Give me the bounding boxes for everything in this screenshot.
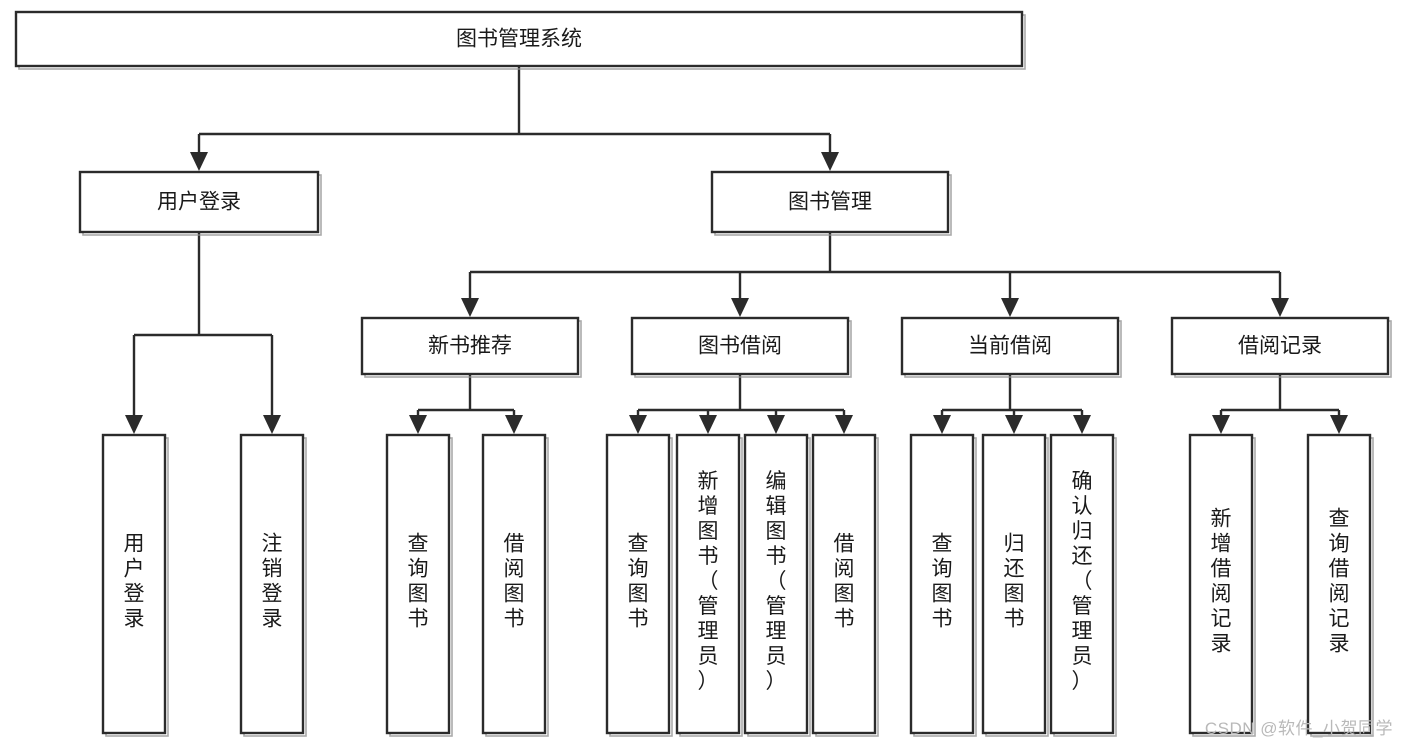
node-box[interactable] <box>811 433 877 735</box>
node-box[interactable] <box>900 316 1120 376</box>
node-book-borrow[interactable]: 图书借阅 <box>630 316 852 378</box>
node-label: 新增借阅记录 <box>1211 508 1232 656</box>
node-cb-return-book[interactable]: 归还图书 <box>981 433 1049 737</box>
node-cb-query-book[interactable]: 查询图书 <box>909 433 977 737</box>
node-box[interactable] <box>743 433 809 735</box>
node-label: 确认归还（管理员） <box>1072 470 1093 693</box>
node-bb-borrow-book[interactable]: 借阅图书 <box>811 433 879 737</box>
watermark-label: CSDN @软件_小贺同学 <box>1204 719 1393 738</box>
arrow-head-icon <box>1330 415 1348 434</box>
node-box[interactable] <box>710 170 950 234</box>
arrow-head-icon <box>125 415 143 434</box>
arrow-head-icon <box>1271 298 1289 317</box>
node-book-management[interactable]: 图书管理 <box>710 170 952 236</box>
node-box[interactable] <box>1170 316 1390 376</box>
node-label: 图书管理系统 <box>456 28 582 51</box>
node-label: 查询图书 <box>932 533 953 631</box>
arrow-head-icon <box>409 415 427 434</box>
node-box[interactable] <box>360 316 580 376</box>
node-box[interactable] <box>78 170 320 234</box>
node-root[interactable]: 图书管理系统 <box>14 10 1026 70</box>
node-label: 图书管理 <box>788 191 872 214</box>
arrow-head-icon <box>1001 298 1019 317</box>
node-user-login[interactable]: 用户登录 <box>78 170 322 236</box>
arrow-head-icon <box>699 415 717 434</box>
node-box[interactable] <box>239 433 305 735</box>
node-label: 借阅图书 <box>504 533 525 631</box>
node-new-book-recommend[interactable]: 新书推荐 <box>360 316 582 378</box>
node-bb-add-book[interactable]: 新增图书（管理员） <box>675 433 743 737</box>
arrow-head-icon <box>835 415 853 434</box>
arrow-head-icon <box>629 415 647 434</box>
node-box[interactable] <box>14 10 1024 68</box>
node-label: 注销登录 <box>262 533 283 631</box>
node-br-add-record[interactable]: 新增借阅记录 <box>1188 433 1256 737</box>
arrow-head-icon <box>1073 415 1091 434</box>
node-label: 编辑图书（管理员） <box>766 470 787 693</box>
node-label: 查询借阅记录 <box>1329 508 1350 656</box>
node-label: 用户登录 <box>157 191 241 214</box>
node-box[interactable] <box>385 433 451 735</box>
node-nbr-borrow-book[interactable]: 借阅图书 <box>481 433 549 737</box>
node-label: 当前借阅 <box>968 335 1052 358</box>
node-label: 新书推荐 <box>428 335 512 358</box>
arrow-head-icon <box>190 152 208 171</box>
node-cb-confirm-return[interactable]: 确认归还（管理员） <box>1049 433 1117 737</box>
node-current-borrow[interactable]: 当前借阅 <box>900 316 1122 378</box>
node-borrow-records[interactable]: 借阅记录 <box>1170 316 1392 378</box>
arrow-head-icon <box>263 415 281 434</box>
arrow-head-icon <box>1005 415 1023 434</box>
node-br-query-record[interactable]: 查询借阅记录 <box>1306 433 1374 737</box>
arrow-head-icon <box>505 415 523 434</box>
node-box[interactable] <box>981 433 1047 735</box>
arrow-head-icon <box>1212 415 1230 434</box>
node-box[interactable] <box>1049 433 1115 735</box>
node-bb-query-book[interactable]: 查询图书 <box>605 433 673 737</box>
arrow-head-icon <box>821 152 839 171</box>
arrow-head-icon <box>731 298 749 317</box>
node-box[interactable] <box>630 316 850 376</box>
node-label: 用户登录 <box>124 533 145 631</box>
node-user-login-leaf[interactable]: 用户登录 <box>101 433 169 737</box>
node-bb-edit-book[interactable]: 编辑图书（管理员） <box>743 433 811 737</box>
nodes-layer: 图书管理系统用户登录用户登录注销登录图书管理新书推荐查询图书借阅图书图书借阅查询… <box>14 10 1392 737</box>
node-box[interactable] <box>909 433 975 735</box>
node-box[interactable] <box>675 433 741 735</box>
node-label: 归还图书 <box>1004 533 1025 631</box>
arrow-head-icon <box>767 415 785 434</box>
node-box[interactable] <box>605 433 671 735</box>
node-label: 新增图书（管理员） <box>698 470 719 693</box>
node-label: 查询图书 <box>408 533 429 631</box>
node-box[interactable] <box>101 433 167 735</box>
connectors-layer <box>125 66 1348 434</box>
node-label: 借阅记录 <box>1238 335 1322 358</box>
node-box[interactable] <box>481 433 547 735</box>
node-box[interactable] <box>1188 433 1254 735</box>
arrow-head-icon <box>461 298 479 317</box>
node-user-logout-leaf[interactable]: 注销登录 <box>239 433 307 737</box>
node-box[interactable] <box>1306 433 1372 735</box>
arrow-head-icon <box>933 415 951 434</box>
node-label: 查询图书 <box>628 533 649 631</box>
node-label: 图书借阅 <box>698 335 782 358</box>
node-label: 借阅图书 <box>834 533 855 631</box>
node-nbr-query-book[interactable]: 查询图书 <box>385 433 453 737</box>
